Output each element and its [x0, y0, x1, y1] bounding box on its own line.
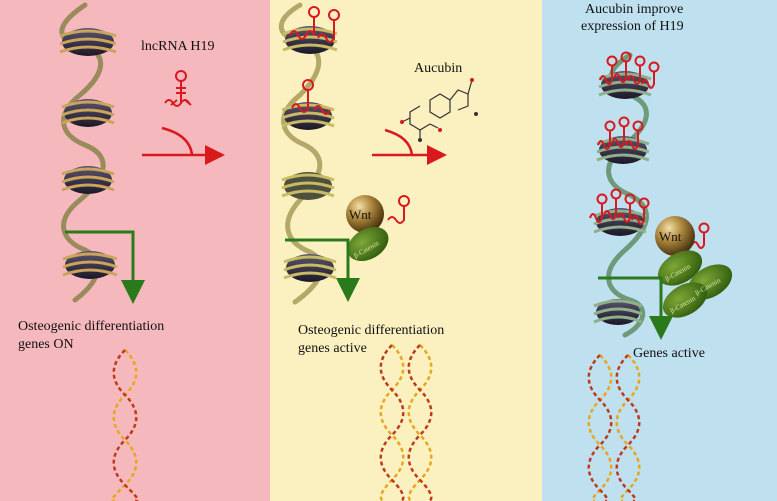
- beta-catenin-right-1: [657, 250, 703, 286]
- lncrna-h19-molecule: [164, 70, 192, 107]
- aucubin-label: Aucubin: [414, 61, 463, 76]
- wnt-label-middle: Wnt: [349, 207, 372, 222]
- right-title-line1: Aucubin improve: [585, 2, 684, 17]
- nucleosome-m3: [281, 172, 335, 200]
- nucleosome-m4: [283, 254, 337, 282]
- right-title-line2: expression of H19: [581, 19, 684, 34]
- transcription-start-arrow-middle: [285, 238, 360, 302]
- middle-caption-line2: genes active: [298, 341, 367, 356]
- h19-cluster-right: [589, 51, 710, 249]
- h19-bound-middle: [289, 6, 410, 224]
- right-caption: Genes active: [633, 346, 705, 361]
- left-caption-line2: genes ON: [18, 337, 74, 352]
- wnt-label-right: Wnt: [659, 229, 682, 244]
- nucleosome-r4: [593, 299, 643, 325]
- nucleosome-4: [62, 251, 118, 279]
- panel-aucubin: [270, 0, 542, 501]
- left-caption-line1: Osteogenic differentiation: [18, 319, 165, 334]
- transcription-start-arrow-left: [65, 230, 145, 304]
- wnt-ball-right: [655, 216, 695, 256]
- panel-h19-upregulated: [542, 0, 777, 501]
- beta-catenin-right-3: [662, 282, 708, 318]
- lncrna-h19-label: lncRNA H19: [141, 39, 215, 54]
- wnt-complex-middle: [346, 195, 389, 262]
- dna-helix-left: [110, 349, 140, 501]
- nucleosome-r3: [593, 208, 647, 236]
- wnt-ball-middle: [346, 195, 384, 233]
- wnt-complex-right: [655, 216, 733, 318]
- nucleosome-1: [59, 28, 117, 56]
- middle-caption-line1: Osteogenic differentiation: [298, 323, 445, 338]
- nucleosome-3: [61, 166, 115, 194]
- nucleosome-2: [61, 99, 115, 127]
- reaction-arrow-left: [142, 126, 225, 165]
- dna-helix-middle: [379, 344, 433, 501]
- beta-catenin-middle: [347, 226, 389, 262]
- transcription-start-arrow-right: [598, 276, 673, 340]
- nucleosome-m2: [281, 102, 335, 130]
- aucubin-structure: [400, 78, 478, 142]
- reaction-arrow-middle: [372, 128, 447, 165]
- dna-helix-right: [587, 354, 641, 501]
